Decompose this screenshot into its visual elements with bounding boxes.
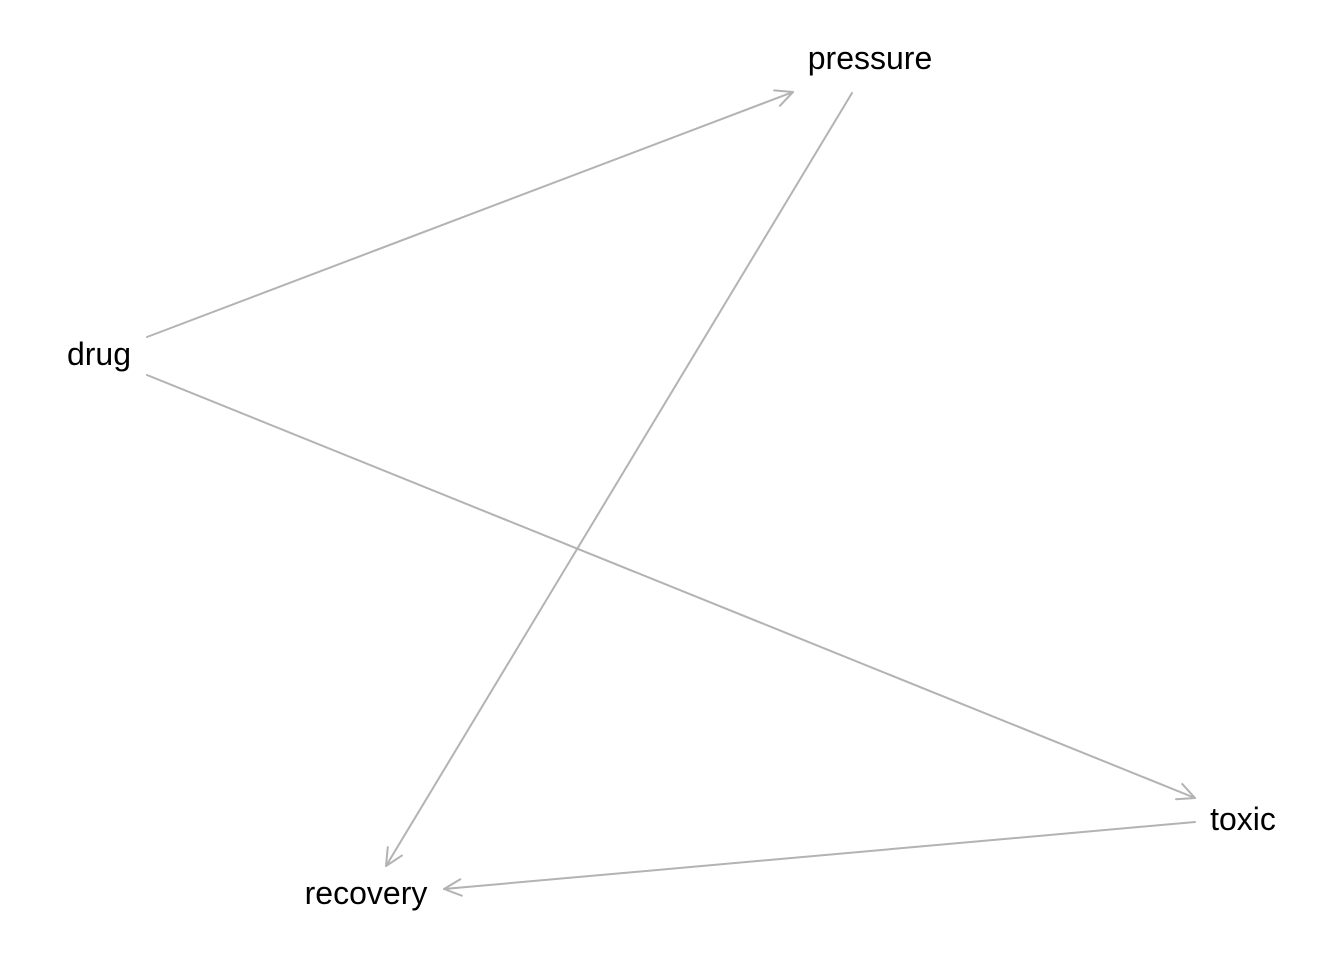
arrowhead-icon <box>385 846 403 867</box>
arrowhead-icon <box>773 89 794 107</box>
node-drug-label: drug <box>67 336 131 372</box>
node-recovery-label: recovery <box>305 875 428 911</box>
node-toxic-label: toxic <box>1210 801 1276 837</box>
edge-toxic-to-recovery <box>443 821 1196 897</box>
edge-drug-to-pressure <box>146 89 794 338</box>
edge-line <box>146 91 794 338</box>
edge-line <box>385 92 853 867</box>
edge-line <box>443 821 1196 890</box>
edge-drug-to-toxic <box>146 374 1196 801</box>
node-pressure-label: pressure <box>808 40 933 76</box>
arrowhead-icon <box>443 878 463 897</box>
edge-line <box>146 374 1196 799</box>
arrowhead-icon <box>1175 782 1196 801</box>
edges-layer <box>146 89 1196 897</box>
nodes-layer: drug pressure toxic recovery <box>67 40 1276 911</box>
edge-pressure-to-recovery <box>385 92 853 867</box>
